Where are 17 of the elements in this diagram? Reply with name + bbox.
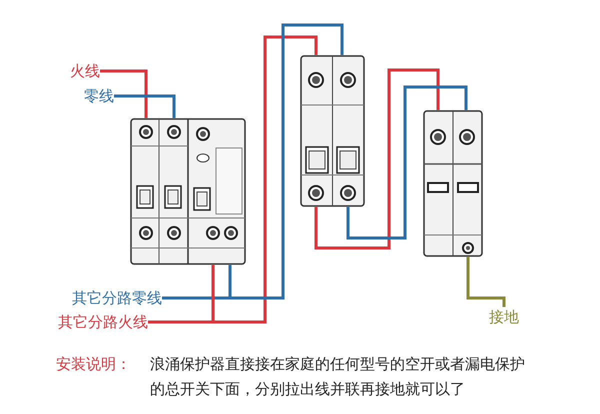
wire xyxy=(212,36,318,324)
circuit-breaker-drawing xyxy=(300,55,365,207)
wire-label: 火线 xyxy=(68,61,100,81)
wire-label: 其它分路零线 xyxy=(66,288,162,308)
wire-label: 接地 xyxy=(488,307,520,327)
wire xyxy=(314,68,440,250)
wire xyxy=(228,24,344,300)
wire xyxy=(466,257,506,307)
installation-note: 浪涌保护器直接接在家庭的任何型号的空开或者漏电保护的总开关下面，分别拉出线并联再接地就可以了 xyxy=(150,354,526,400)
circuit-breaker-drawing xyxy=(130,118,246,265)
surge-protector-drawing xyxy=(423,110,483,257)
wire xyxy=(114,94,176,118)
wire-label: 其它分路火线 xyxy=(52,312,148,332)
wire-label: 零线 xyxy=(82,86,114,106)
wire xyxy=(100,70,148,118)
note-heading: 安装说明： xyxy=(56,354,132,375)
wire xyxy=(346,86,468,240)
